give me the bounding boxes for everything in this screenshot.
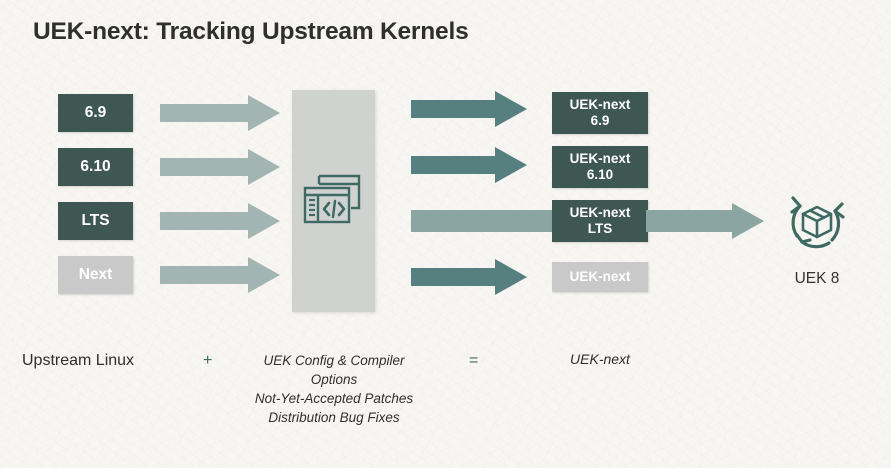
output-box-line1: UEK-next — [569, 151, 631, 167]
upstream-box-0[interactable]: 6.9 — [58, 94, 133, 132]
output-box-line2: LTS — [587, 221, 613, 236]
equation-right-term: UEK-next — [570, 351, 630, 367]
upstream-box-3[interactable]: Next — [58, 256, 133, 294]
upstream-box-label: Next — [78, 266, 113, 283]
destination-label: UEK 8 — [794, 270, 840, 287]
upstream-box-label: 6.9 — [84, 104, 107, 121]
output-box-line2: 6.10 — [586, 167, 614, 182]
package-refresh-icon — [790, 196, 845, 249]
equation-plus-sign: + — [203, 352, 213, 369]
upstream-box-2[interactable]: LTS — [58, 202, 133, 240]
page-title: UEK-next: Tracking Upstream Kernels — [33, 18, 469, 45]
output-box-line1: UEK-next — [569, 205, 631, 221]
left-arrow-2 — [160, 203, 280, 239]
left-arrow-3 — [160, 257, 280, 293]
equation-equals-sign: = — [469, 352, 479, 369]
output-box-1[interactable]: UEK-next 6.10 — [552, 146, 648, 188]
left-arrow-1 — [160, 149, 280, 185]
middle-arrow-0 — [411, 91, 527, 127]
left-arrow-0 — [160, 95, 280, 131]
upstream-box-label: LTS — [81, 212, 110, 229]
output-box-line1: UEK-next — [569, 269, 631, 285]
code-window-icon — [303, 174, 361, 224]
middle-arrow-1 — [411, 147, 527, 183]
output-box-0[interactable]: UEK-next 6.9 — [552, 92, 648, 134]
upstream-box-1[interactable]: 6.10 — [58, 148, 133, 186]
output-box-3[interactable]: UEK-next — [552, 262, 648, 292]
middle-arrow-3 — [411, 259, 527, 295]
output-box-line1: UEK-next — [569, 97, 631, 113]
output-box-2[interactable]: UEK-next LTS — [552, 200, 648, 242]
lts-passthrough-bar — [411, 210, 586, 232]
output-box-line2: 6.9 — [590, 113, 610, 128]
equation-left-term: Upstream Linux — [22, 352, 135, 369]
lts-to-uek8-arrow — [646, 203, 764, 239]
upstream-box-label: 6.10 — [80, 158, 111, 175]
